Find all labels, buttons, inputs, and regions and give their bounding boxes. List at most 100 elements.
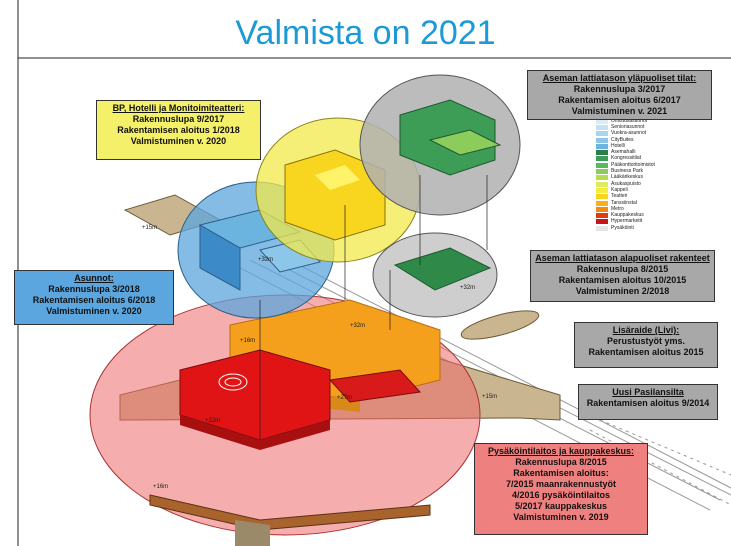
legend-swatch	[596, 143, 608, 149]
legend-label: Pysäköinti	[611, 224, 634, 231]
height-label: +16m	[153, 484, 169, 490]
legend-item: Hotelli	[596, 143, 686, 149]
height-label: +32m	[350, 323, 366, 329]
box-line: Valmistuminen v. 2020	[46, 306, 142, 316]
box-line: Rakennuslupa 3/2018	[48, 284, 140, 294]
legend-item: Omistusasunnot	[596, 118, 686, 124]
box-line: 7/2015 maanrakennustyöt	[505, 479, 617, 489]
height-label: +32m	[460, 285, 476, 291]
legend-swatch	[596, 181, 608, 187]
box-line: Rakentamisen aloitus:	[513, 468, 609, 478]
slide-title: Valmista on 2021	[235, 14, 496, 52]
legend-swatch	[596, 169, 608, 175]
legend-label: Kappeli	[611, 186, 628, 193]
legend-label: Tanssiinstal	[611, 199, 637, 206]
housing-info-box: Asunnot: Rakennuslupa 3/2018 Rakentamise…	[14, 270, 174, 325]
box-line: Valmistuminen v. 2019	[513, 512, 609, 522]
legend-item: Teatteri	[596, 194, 686, 200]
box-line: Rakentamisen aloitus 6/2017	[558, 95, 681, 105]
box-line: 4/2016 pysäköintilaitos	[511, 490, 611, 500]
box-heading: Asunnot:	[74, 273, 114, 283]
legend-label: Omistusasunnot	[611, 117, 648, 124]
height-label: +15m	[142, 225, 158, 231]
legend-item: Vuokra-asunnot	[596, 131, 686, 137]
legend-label: Hypermarketit	[611, 218, 643, 225]
box-heading: Pysäköintilaitos ja kauppakeskus:	[487, 446, 635, 456]
extra-track-info-box: Lisäraide (Livi): Perustustyöt yms. Rake…	[574, 322, 718, 368]
legend-item: Business Park	[596, 168, 686, 175]
box-line: Perustustyöt yms.	[606, 336, 686, 346]
legend-swatch	[596, 187, 608, 193]
legend-item: Tanssiinstal	[596, 200, 686, 206]
height-label: +27m	[337, 395, 353, 401]
legend-label: Asemahalli	[611, 149, 636, 156]
box-line: Rakentamisen aloitus 2015	[588, 347, 704, 357]
legend-swatch	[596, 137, 608, 143]
box-heading: Aseman lattiatason alapuoliset rakenteet	[535, 253, 710, 263]
box-line: Rakennuslupa 3/2017	[573, 84, 666, 94]
legend-item: Kauppakeskus	[596, 212, 686, 219]
lower-station-info-box: Aseman lattiatason alapuoliset rakenteet…	[530, 250, 715, 302]
legend-label: Metro	[611, 205, 624, 212]
legend-swatch	[596, 213, 608, 219]
box-line: Rakentamisen aloitus 1/2018	[117, 125, 240, 135]
legend-swatch	[596, 206, 608, 212]
legend-item: Hypermarketit	[596, 219, 686, 225]
bridge-info-box: Uusi Pasilansilta Rakentamisen aloitus 9…	[578, 384, 718, 420]
hotel-info-box: BP, Hotelli ja Monitoimiteatteri: Rakenn…	[96, 100, 261, 160]
legend-label: Kauppakeskus	[611, 212, 644, 219]
height-label: +16m	[240, 338, 256, 344]
box-line: Rakennuslupa 8/2015	[576, 264, 669, 274]
legend-item: Pysäköinti	[596, 225, 686, 231]
legend-item: Senioriasunnot	[596, 124, 686, 130]
legend-label: Kongressitilat	[611, 155, 642, 162]
legend-swatch	[596, 175, 608, 181]
height-label: +32m	[258, 257, 274, 263]
legend-label: Lääkärikeskus	[611, 174, 643, 181]
box-line: Valmistuminen 2/2018	[575, 286, 670, 296]
legend-item: Lääkärikeskus	[596, 175, 686, 181]
legend-item: CityBuites	[596, 137, 686, 143]
height-label: +15m	[482, 394, 498, 400]
height-label: +22m	[205, 418, 221, 424]
legend-label: Hotelli	[611, 142, 625, 149]
legend-label: Asukaspuisto	[611, 180, 641, 187]
legend-item: Metro	[596, 206, 686, 212]
legend-item: Kappeli	[596, 187, 686, 193]
box-line: 5/2017 kauppakeskus	[514, 501, 608, 511]
legend-item: Kongressitilat	[596, 156, 686, 162]
box-line: Rakennuslupa 9/2017	[132, 114, 225, 124]
legend-swatch	[596, 200, 608, 206]
box-heading: Aseman lattiatason yläpuoliset tilat:	[542, 73, 697, 83]
upper-station-info-box: Aseman lattiatason yläpuoliset tilat: Ra…	[527, 70, 712, 120]
box-line: Valmistuminen v. 2021	[571, 106, 668, 116]
legend-label: Vuokra-asunnot	[611, 130, 647, 137]
legend-item: Pääkonttoritoimistot	[596, 162, 686, 168]
box-heading: Uusi Pasilansilta	[612, 387, 684, 397]
legend-swatch	[596, 131, 608, 137]
box-heading: BP, Hotelli ja Monitoimiteatteri:	[112, 103, 245, 113]
box-heading: Lisäraide (Livi):	[612, 325, 680, 335]
legend-swatch	[596, 118, 608, 124]
legend-label: Pääkonttoritoimistot	[611, 161, 655, 168]
legend-swatch	[596, 162, 608, 168]
legend-swatch	[596, 219, 608, 225]
legend-label: Teatteri	[611, 193, 628, 200]
legend-swatch	[596, 124, 608, 130]
legend-swatch	[596, 150, 608, 156]
legend-swatch	[596, 156, 608, 162]
legend-item: Asemahalli	[596, 149, 686, 156]
legend-label: CityBuites	[611, 136, 634, 143]
legend-swatch	[596, 194, 608, 200]
box-line: Rakennuslupa 8/2015	[515, 457, 607, 467]
box-line: Valmistuminen v. 2020	[130, 136, 227, 146]
box-line: Rakentamisen aloitus 6/2018	[32, 295, 156, 305]
box-line: Rakentamisen aloitus 10/2015	[558, 275, 687, 285]
parking-info-box: Pysäköintilaitos ja kauppakeskus: Rakenn…	[474, 443, 648, 535]
legend-label: Senioriasunnot	[611, 123, 645, 130]
legend-label: Business Park	[611, 168, 643, 175]
box-line: Rakentamisen aloitus 9/2014	[586, 398, 710, 408]
